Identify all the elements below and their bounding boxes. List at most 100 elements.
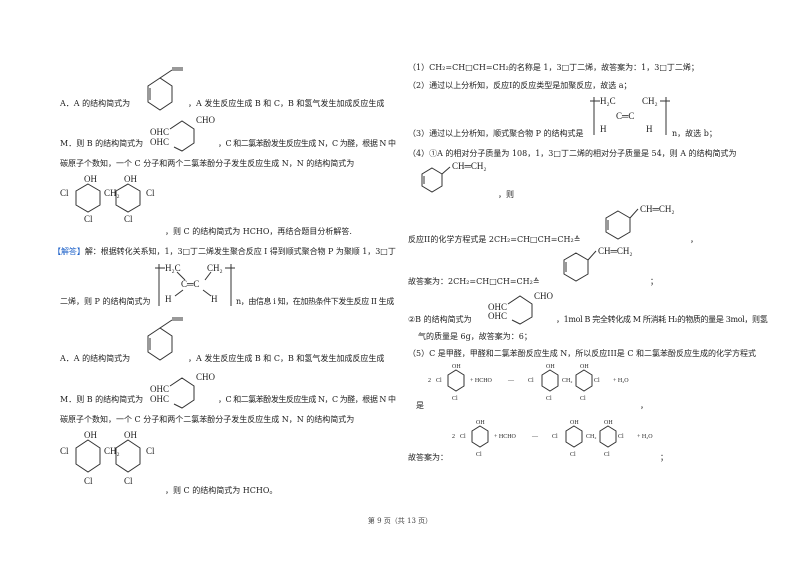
text-line: ，: [640, 401, 648, 410]
svg-text:—: —: [507, 378, 515, 384]
text-line: M．则 B 的结构简式为: [60, 395, 144, 404]
svg-text:Cl: Cl: [452, 396, 458, 402]
structure-a-vinyl: CH═CH₂: [563, 246, 633, 282]
text-line: A．A 的结构简式为: [60, 354, 131, 363]
svg-text:CH═CH₂: CH═CH₂: [598, 246, 633, 256]
svg-text:Cl: Cl: [546, 396, 552, 402]
svg-text:Cl: Cl: [460, 434, 466, 440]
svg-text:C═C: C═C: [181, 279, 199, 289]
text-line: （2）通过以上分析知，反应I的反应类型是加聚反应，故选 a；: [408, 81, 632, 90]
svg-text:OH: OH: [580, 364, 589, 370]
svg-text:OH: OH: [84, 174, 97, 184]
text-line: 反应II的化学方程式是 2CH₂=CH□CH=CH₂≙: [408, 235, 581, 244]
text-line: n，由信息 i 知，在加热条件下发生反应 II 生成: [236, 297, 394, 306]
svg-text:+ H₂O: + H₂O: [613, 378, 629, 384]
text-line: ，则: [498, 190, 514, 199]
svg-text:CH₂: CH₂: [586, 434, 596, 440]
svg-text:2: 2: [452, 434, 455, 440]
text-line: ，: [690, 235, 698, 244]
svg-text:—: —: [531, 434, 539, 440]
svg-text:C═C: C═C: [616, 111, 634, 121]
svg-text:Cl: Cl: [604, 452, 610, 458]
text-line: 碳原子个数知，一个 C 分子和两个二氯苯酚分子发生反应生成 N，N 的结构简式为: [60, 415, 355, 424]
text-line: ，则 C 的结构简式为 HCHO。: [165, 486, 278, 495]
text-line: ，C 和二氯苯酚发生反应生成 N，C 为醛，根据 N 中: [218, 139, 396, 148]
svg-text:H: H: [646, 124, 653, 134]
text-line: 故答案为：: [408, 453, 448, 462]
structure-a-vinyl: CH═CH₂: [605, 204, 675, 240]
svg-text:OH: OH: [546, 364, 555, 370]
svg-text:CH═CH₂: CH═CH₂: [452, 161, 487, 171]
svg-text:CHO: CHO: [534, 291, 554, 301]
svg-text:+ H₂O: + H₂O: [637, 434, 653, 440]
text-line: ；: [660, 453, 668, 462]
text-line: ，C 和二氯苯酚发生反应生成 N，C 为醛，根据 N 中: [218, 395, 396, 404]
svg-text:Cl: Cl: [146, 446, 155, 456]
svg-text:Cl: Cl: [580, 396, 586, 402]
svg-text:Cl: Cl: [436, 378, 442, 384]
svg-text:OH: OH: [84, 430, 97, 440]
text-line: n，故选 b；: [672, 129, 717, 138]
svg-text:OHC: OHC: [150, 394, 169, 404]
page-footer: 第 9 页（共 13 页）: [367, 517, 433, 525]
text-line: 碳原子个数知，一个 C 分子和两个二氯苯酚分子发生反应生成 N，N 的结构简式为: [60, 159, 355, 168]
text-line: 是: [416, 401, 424, 410]
text-line: （5）C 是甲醛，甲醛和二氯苯酚反应生成 N，所以反应III是 C 和二氯苯酚反…: [408, 349, 756, 358]
svg-text:OHC: OHC: [488, 311, 507, 321]
svg-text:CH₂: CH₂: [104, 188, 120, 198]
text-line: M．则 B 的结构简式为: [60, 139, 144, 148]
svg-text:2: 2: [428, 378, 431, 384]
svg-text:H₂C: H₂C: [165, 263, 181, 273]
svg-text:OHC: OHC: [150, 127, 169, 137]
text-line: 【解答】解：根据转化关系知，1，3□丁二烯发生聚合反应 I 得到顺式聚合物 P …: [53, 246, 396, 257]
svg-text:Cl: Cl: [84, 214, 93, 224]
svg-text:CH₂: CH₂: [562, 378, 572, 384]
svg-text:CH₂: CH₂: [104, 446, 120, 456]
svg-text:Cl: Cl: [570, 452, 576, 458]
svg-text:OH: OH: [570, 420, 579, 426]
answer-tag: 【解答】: [53, 247, 85, 256]
svg-text:Cl: Cl: [476, 452, 482, 458]
text-line: A．A 的结构简式为: [60, 99, 131, 108]
text-line: ；: [650, 277, 658, 286]
text-line: （1）CH₂=CH□CH=CH₂的名称是 1，3□丁二烯，故答案为：1，3□丁二…: [408, 63, 699, 72]
svg-text:Cl: Cl: [124, 476, 133, 486]
structure-p: H₂C CH₂ C═C H H: [155, 263, 235, 306]
text-line: 气的质量是 6g，故答案为：6；: [418, 332, 532, 341]
text-line: ，则 C 的结构简式为 HCHO，再结合题目分析解答.: [165, 227, 352, 236]
svg-text:CHO: CHO: [196, 372, 216, 382]
svg-text:H: H: [600, 124, 607, 134]
svg-text:H: H: [165, 294, 172, 304]
text-line: （4）①A 的相对分子质量为 108，1，3□丁二烯的相对分子质量是 54，则 …: [408, 149, 737, 158]
svg-text:OH: OH: [124, 174, 137, 184]
text-line: 故答案为：2CH₂=CH□CH=CH₂≙: [408, 277, 540, 286]
svg-text:+ HCHO: + HCHO: [470, 378, 493, 384]
svg-text:Cl: Cl: [84, 476, 93, 486]
svg-text:OH: OH: [124, 430, 137, 440]
svg-text:CH₂: CH₂: [207, 263, 223, 273]
structure-a: [147, 317, 183, 361]
svg-text:H: H: [211, 294, 218, 304]
svg-text:CHO: CHO: [196, 115, 216, 125]
answer-text: 解：根据转化关系知，1，3□丁二烯发生聚合反应 I 得到顺式聚合物 P 为聚顺 …: [84, 247, 396, 256]
svg-text:Cl: Cl: [60, 188, 69, 198]
structure-a: [147, 67, 183, 111]
svg-text:H₂C: H₂C: [600, 96, 616, 106]
svg-text:Cl: Cl: [528, 378, 534, 384]
text-line: ，A 发生反应生成 B 和 C，B 和氢气发生加成反应生成: [188, 99, 385, 108]
svg-text:Cl: Cl: [618, 434, 624, 440]
text-line: ，1mol B 完全转化成 M 所消耗 H₂的物质的量是 3mol，则氢: [556, 315, 768, 324]
svg-text:Cl: Cl: [124, 214, 133, 224]
text-line: （3）通过以上分析知，顺式聚合物 P 的结构式是: [408, 129, 584, 138]
text-line: ②B 的结构简式为: [408, 315, 472, 324]
text-line: 二烯，则 P 的结构简式为: [60, 297, 151, 306]
svg-text:OH: OH: [476, 420, 485, 426]
